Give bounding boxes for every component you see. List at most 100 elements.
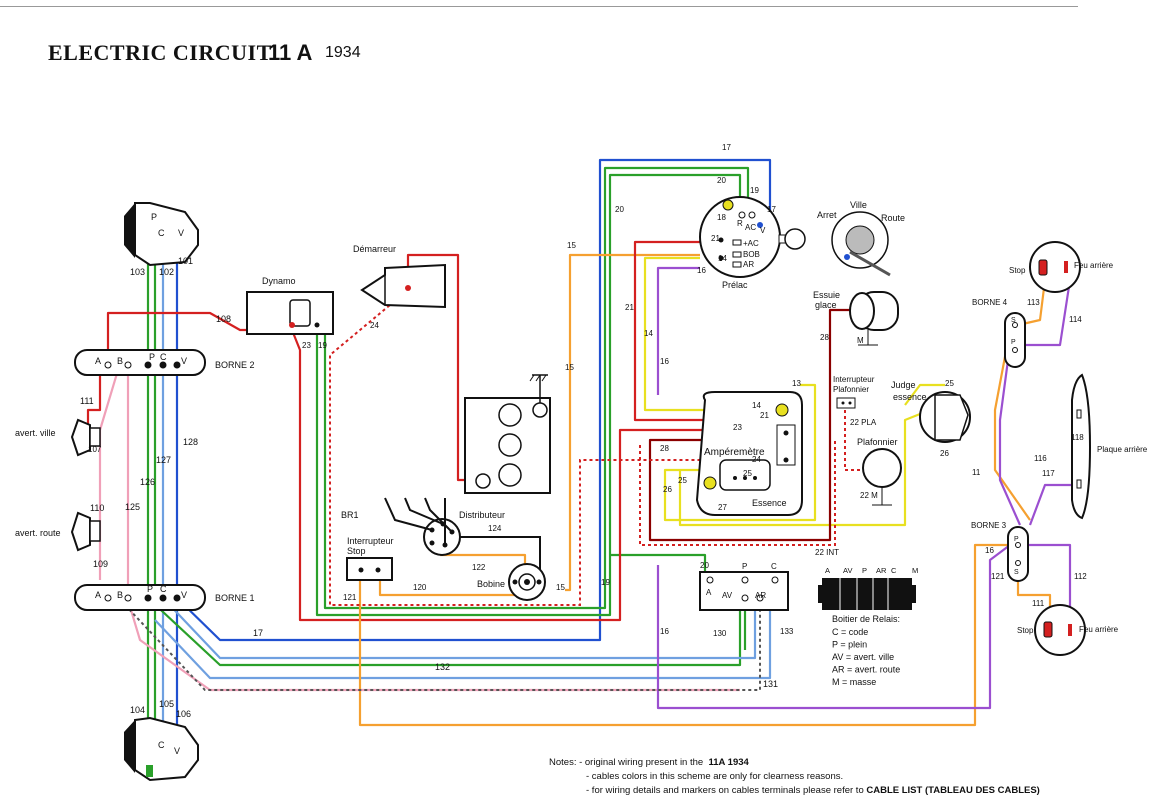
label-113: 113 xyxy=(1027,298,1040,307)
dynamo-label: Dynamo xyxy=(262,276,296,286)
borne2-b: B xyxy=(117,356,123,366)
relais-legend-item: P = plein xyxy=(832,640,867,650)
wire-120 xyxy=(378,578,520,597)
wire-17-blue xyxy=(176,158,772,642)
essence-label: Essence xyxy=(752,498,787,508)
notes-line3b: CABLE LIST (TABLEAU DES CABLES) xyxy=(866,785,1040,796)
label-prelac-16: 16 xyxy=(697,266,706,275)
wire-23-red xyxy=(290,329,780,622)
wire-131-dashed xyxy=(124,598,761,691)
horn-ville: avert. ville 111 107 xyxy=(15,396,102,457)
jauge-label2: essence xyxy=(893,392,927,402)
label-111-right: 111 xyxy=(1032,599,1045,608)
label-110: 110 xyxy=(90,503,104,513)
plaque-arriere: 118 Plaque arrière xyxy=(1071,373,1148,520)
switch-ville: Ville xyxy=(850,200,867,210)
wire-green-bottom xyxy=(147,592,742,667)
label-107: 107 xyxy=(88,445,102,454)
plaque-label: Plaque arrière xyxy=(1097,445,1148,454)
switch-arret: Arret xyxy=(817,210,837,220)
relais-a: A xyxy=(706,588,712,597)
top-rule xyxy=(0,6,1078,7)
plaf-int1: Interrupteur xyxy=(833,375,875,384)
label-amp-23: 23 xyxy=(733,423,742,432)
label-120: 120 xyxy=(413,583,427,592)
front-top-v: V xyxy=(178,228,184,238)
borne1-a: A xyxy=(95,590,101,600)
wire-26-yellow xyxy=(678,408,931,527)
jauge-essence: Judge essence 25 26 xyxy=(891,379,971,458)
front-bottom-v: V xyxy=(174,746,180,756)
label-16: 16 xyxy=(660,357,669,366)
borne-1: A B P C V BORNE 1 xyxy=(74,584,255,611)
label-22int: 22 INT xyxy=(815,548,839,557)
label-jauge-26: 26 xyxy=(940,449,949,458)
diagram-year: 1934 xyxy=(325,44,361,61)
label-dyn-23: 23 xyxy=(302,341,311,350)
label-21: 21 xyxy=(625,303,634,312)
relais-p: P xyxy=(742,562,747,571)
rear-feu-bottom: Feu arrière xyxy=(1079,625,1119,634)
rear-lamp-bottom: Stop Feu arrière xyxy=(1017,604,1119,656)
legend-letter: A xyxy=(825,566,830,575)
label-essuie-28: 28 xyxy=(820,333,829,342)
front-top-p: P xyxy=(151,212,157,222)
label-amp-14: 14 xyxy=(752,401,761,410)
relais-legend-item: AV = avert. ville xyxy=(832,652,894,662)
essuie-label2: glace xyxy=(815,300,837,310)
label-126: 126 xyxy=(140,477,155,487)
label-relais-20: 20 xyxy=(700,561,709,570)
front-lamp-top: P C V 103 102 101 xyxy=(124,202,199,277)
label-17-bottom: 17 xyxy=(253,628,263,638)
label-17-top: 17 xyxy=(722,143,731,152)
borne-4: S P BORNE 4 113 114 xyxy=(972,298,1082,368)
label-15-top: 15 xyxy=(567,241,576,250)
light-switch: Arret Ville Route xyxy=(817,200,905,277)
prelac-v: V xyxy=(760,226,766,235)
horn-ville-label: avert. ville xyxy=(15,428,56,438)
switch-route: Route xyxy=(881,213,905,223)
wire-25-yellow xyxy=(904,383,945,406)
plaf-int2: Plafonnier xyxy=(833,385,869,394)
notes-line1b: 11A 1934 xyxy=(708,757,749,768)
label-128: 128 xyxy=(183,437,198,447)
borne3-label: BORNE 3 xyxy=(971,521,1007,530)
legend-letter: AV xyxy=(843,566,852,575)
prelac-bob: BOB xyxy=(743,250,760,259)
relais-legend-item: M = masse xyxy=(832,677,876,687)
essuie-glace: Essuie glace M 28 xyxy=(813,290,899,346)
wire-pink-ville xyxy=(98,369,120,580)
label-108: 108 xyxy=(216,314,231,324)
interrupteur-stop: Interrupteur Stop 121 xyxy=(343,536,394,602)
label-22m: 22 M xyxy=(860,491,878,500)
borne2-a: A xyxy=(95,356,101,366)
legend-letter: P xyxy=(862,566,867,575)
wire-28-darkred xyxy=(648,308,852,542)
prelac-pac: +AC xyxy=(743,239,759,248)
borne2-c: C xyxy=(160,352,167,362)
label-114: 114 xyxy=(1069,315,1082,324)
plafonnier-label: Plafonnier xyxy=(857,437,898,447)
borne1-p: P xyxy=(147,584,153,594)
notes-line1a: Notes: - original wiring present in the xyxy=(549,757,704,768)
wire-19-green xyxy=(315,173,742,617)
distributeur-label: Distributeur xyxy=(459,510,505,520)
rear-stop-bottom: Stop xyxy=(1017,626,1034,635)
wire-24-dashed xyxy=(329,289,770,606)
distributeur: BR1 Distributeur 124 122 120 xyxy=(341,497,541,592)
borne2-label: BORNE 2 xyxy=(215,360,255,370)
label-amp-24: 24 xyxy=(752,455,761,464)
prelac-ac: AC xyxy=(745,223,756,232)
label-105: 105 xyxy=(159,699,174,709)
label-132: 132 xyxy=(435,662,450,672)
legend-letter: C xyxy=(891,566,897,575)
amperemetre-label: Ampéremètre xyxy=(704,447,765,458)
essuie-m: M xyxy=(857,336,864,345)
label-20: 20 xyxy=(615,205,624,214)
prelac-label: Prélac xyxy=(722,280,748,290)
label-102: 102 xyxy=(159,267,174,277)
